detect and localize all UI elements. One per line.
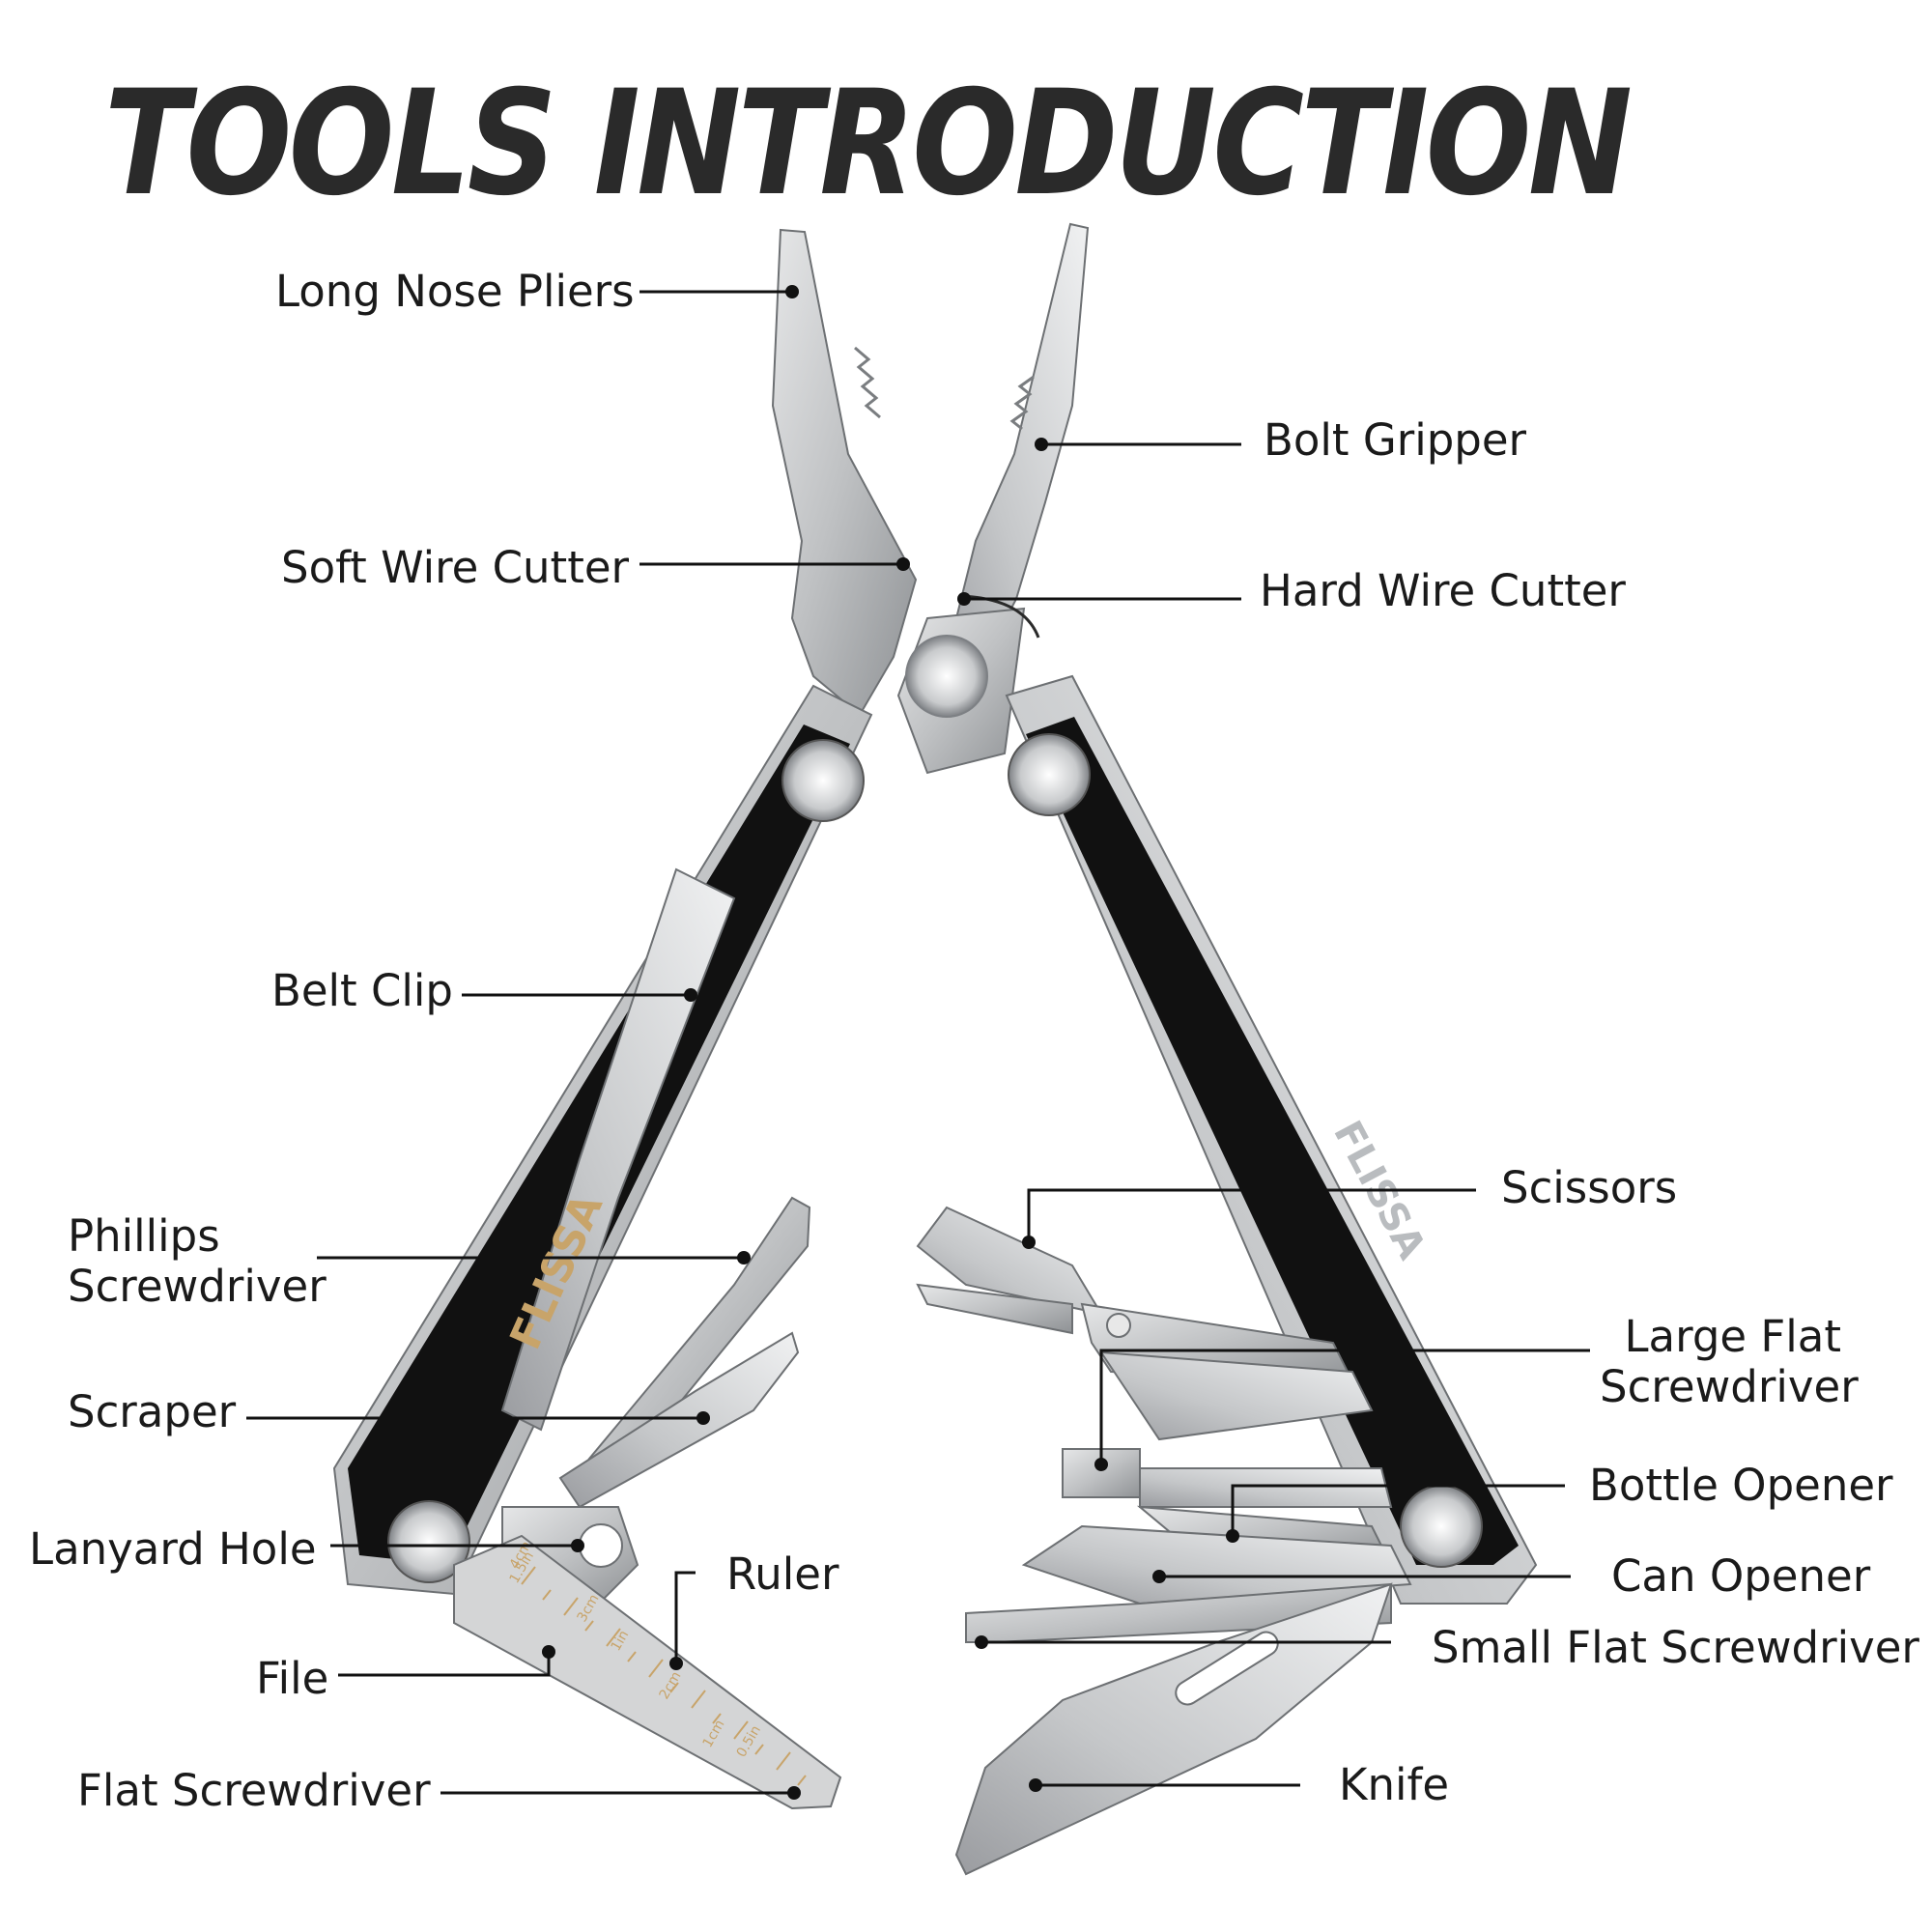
- page-title: TOOLS INTRODUCTION: [104, 60, 1633, 228]
- ruler-tick: [648, 1659, 664, 1678]
- leader-dot-bottle-opener: [1226, 1529, 1239, 1543]
- label-phillips-screwdriver: Phillips Screwdriver: [68, 1211, 327, 1312]
- handle-screw: [1400, 1485, 1483, 1568]
- label-can-opener: Can Opener: [1611, 1550, 1871, 1602]
- label-bottle-opener: Bottle Opener: [1589, 1460, 1893, 1511]
- label-large-flat-screwdriver: Large Flat Screwdriver: [1600, 1311, 1859, 1412]
- leader-dot-long-nose-pliers: [785, 285, 799, 298]
- leader-lines: [246, 285, 1590, 1800]
- label-line: Screwdriver: [68, 1261, 327, 1312]
- ruler-tick: [542, 1589, 552, 1601]
- ruler-tick: [669, 1682, 679, 1693]
- ruler-file-blade: [453, 1534, 842, 1810]
- right-tools: [916, 1206, 1412, 1876]
- leader-line-bottle-opener: [1231, 1484, 1565, 1536]
- label-hard-wire-cutter: Hard Wire Cutter: [1260, 565, 1626, 616]
- ruler-tick: [712, 1713, 722, 1724]
- pivot-rivet: [905, 635, 988, 718]
- leader-dot-flat-screwdriver: [787, 1786, 801, 1800]
- ruler-tick: [776, 1751, 791, 1771]
- leader-dot-bolt-gripper: [1035, 438, 1048, 451]
- label-scissors: Scissors: [1501, 1162, 1678, 1213]
- left-handle: FLISSA: [332, 684, 873, 1596]
- ruler-tick: [584, 1620, 594, 1632]
- leader-dot-soft-wire-cutter: [896, 557, 910, 571]
- label-flat-screwdriver: Flat Screwdriver: [77, 1765, 431, 1816]
- leader-dot-scissors: [1022, 1236, 1036, 1249]
- handle-screw: [387, 1500, 470, 1583]
- leader-dot-file: [542, 1645, 555, 1659]
- leader-dot-can-opener: [1152, 1570, 1166, 1583]
- label-line: Screwdriver: [1600, 1361, 1859, 1412]
- ruler-tick: [691, 1690, 706, 1709]
- lanyard-hole: [579, 1523, 623, 1568]
- scissors-pivot: [1106, 1313, 1131, 1338]
- leader-dot-large-flat-screwdriver: [1094, 1458, 1108, 1471]
- ruler-tick: [733, 1720, 749, 1740]
- ruler-tick: [627, 1651, 637, 1662]
- ruler-tick: [797, 1775, 807, 1786]
- label-line: Large Flat: [1624, 1311, 1841, 1362]
- label-soft-wire-cutter: Soft Wire Cutter: [281, 542, 630, 593]
- leader-dot-ruler: [669, 1657, 683, 1670]
- leader-dot-small-flat-screwdriver: [975, 1635, 988, 1649]
- label-belt-clip: Belt Clip: [271, 965, 453, 1016]
- leader-line-file: [338, 1652, 551, 1677]
- scissors-blade: [916, 1283, 1073, 1335]
- label-scraper: Scraper: [68, 1386, 237, 1437]
- ruler-tick: [521, 1566, 536, 1585]
- leader-dot-belt-clip: [684, 988, 697, 1002]
- leader-dot-scraper: [696, 1411, 710, 1425]
- label-file: File: [256, 1653, 329, 1704]
- leader-dot-phillips-screwdriver: [737, 1251, 751, 1264]
- knife-blade: [954, 1582, 1393, 1876]
- handle-screw: [1008, 733, 1091, 816]
- ruler-tick: [606, 1628, 621, 1647]
- leader-dot-knife: [1029, 1778, 1042, 1792]
- label-long-nose-pliers: Long Nose Pliers: [275, 266, 635, 317]
- leader-line-scissors: [1027, 1188, 1476, 1242]
- handle-screw: [781, 739, 865, 822]
- can-opener: [1021, 1524, 1412, 1605]
- long-nose-pliers: [771, 222, 1090, 775]
- knife-thumb-hole: [1175, 1631, 1279, 1706]
- leader-line-ruler: [674, 1571, 696, 1663]
- label-knife: Knife: [1339, 1759, 1450, 1810]
- belt-clip-plate: [500, 867, 736, 1432]
- ruler-tick: [563, 1597, 579, 1616]
- label-lanyard-hole: Lanyard Hole: [29, 1523, 317, 1575]
- leader-dot-lanyard-hole: [571, 1539, 584, 1552]
- label-line: Phillips: [68, 1210, 220, 1262]
- leader-dot-hard-wire-cutter: [957, 592, 971, 606]
- label-small-flat-screwdriver: Small Flat Screwdriver: [1432, 1622, 1919, 1673]
- label-bolt-gripper: Bolt Gripper: [1264, 414, 1527, 466]
- leader-line-large-flat-screwdriver: [1099, 1349, 1590, 1464]
- label-ruler: Ruler: [726, 1548, 839, 1600]
- ruler-tick: [754, 1744, 764, 1755]
